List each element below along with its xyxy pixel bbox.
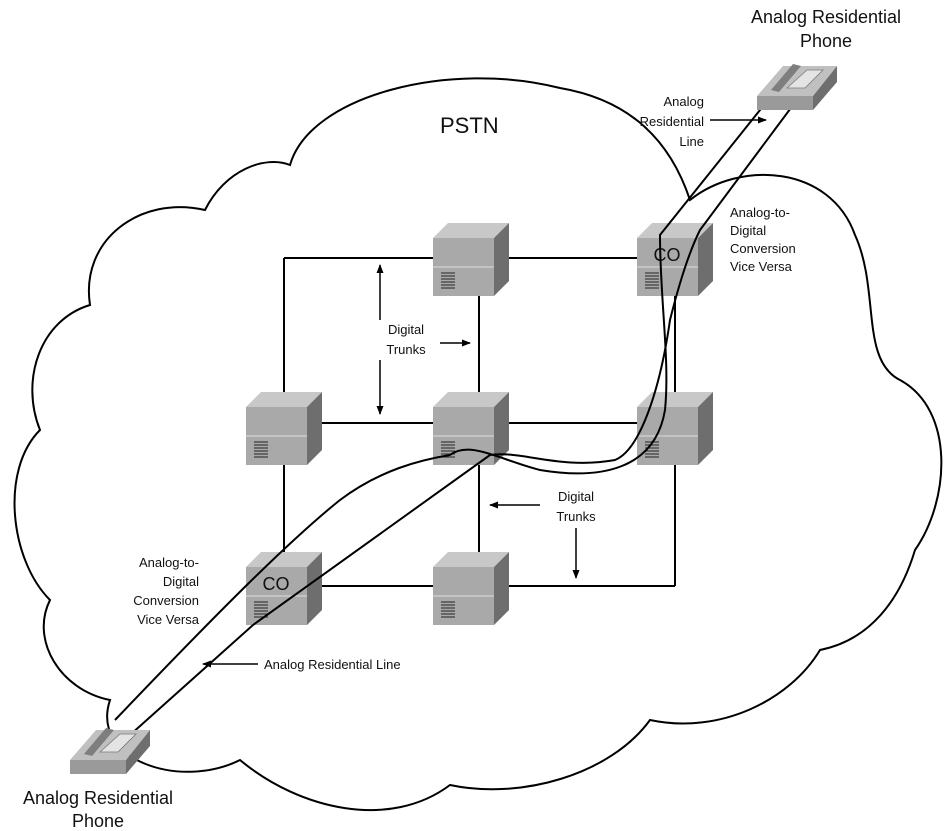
switch-middle-left: [246, 392, 322, 465]
phone-top-label-2: Phone: [800, 31, 852, 51]
top-line-label-1: Analog: [664, 94, 704, 109]
conversion-right-4: Vice Versa: [730, 259, 793, 274]
switch-middle-right: [637, 392, 713, 465]
conversion-right-1: Analog-to-: [730, 205, 790, 220]
co-label: CO: [263, 574, 290, 594]
trunks-lower-2: Trunks: [556, 509, 596, 524]
phone-bottom: [70, 728, 150, 774]
conversion-right-2: Digital: [730, 223, 766, 238]
top-line-label-2: Residential: [640, 114, 704, 129]
bottom-line-label: Analog Residential Line: [264, 657, 401, 672]
trunks-upper-1: Digital: [388, 322, 424, 337]
annotation-arrows: [202, 116, 767, 668]
call-path: [114, 84, 809, 736]
switch-top-middle: [433, 223, 509, 296]
conversion-right-3: Conversion: [730, 241, 796, 256]
phone-top-label-1: Analog Residential: [751, 7, 901, 27]
switch-co-bottom-left: CO: [246, 552, 322, 625]
trunks-lower-1: Digital: [558, 489, 594, 504]
switch-co-top-right: CO: [637, 223, 713, 296]
switch-bottom-middle: [433, 552, 509, 625]
phone-bottom-label-1: Analog Residential: [23, 788, 173, 808]
phone-bottom-label-2: Phone: [72, 811, 124, 831]
conversion-left-4: Vice Versa: [137, 612, 200, 627]
conversion-left-2: Digital: [163, 574, 199, 589]
cloud-label: PSTN: [440, 113, 499, 138]
top-line-label-3: Line: [679, 134, 704, 149]
conversion-left-1: Analog-to-: [139, 555, 199, 570]
trunks-upper-2: Trunks: [386, 342, 426, 357]
conversion-left-3: Conversion: [133, 593, 199, 608]
co-label: CO: [654, 245, 681, 265]
phone-top: [757, 64, 837, 110]
